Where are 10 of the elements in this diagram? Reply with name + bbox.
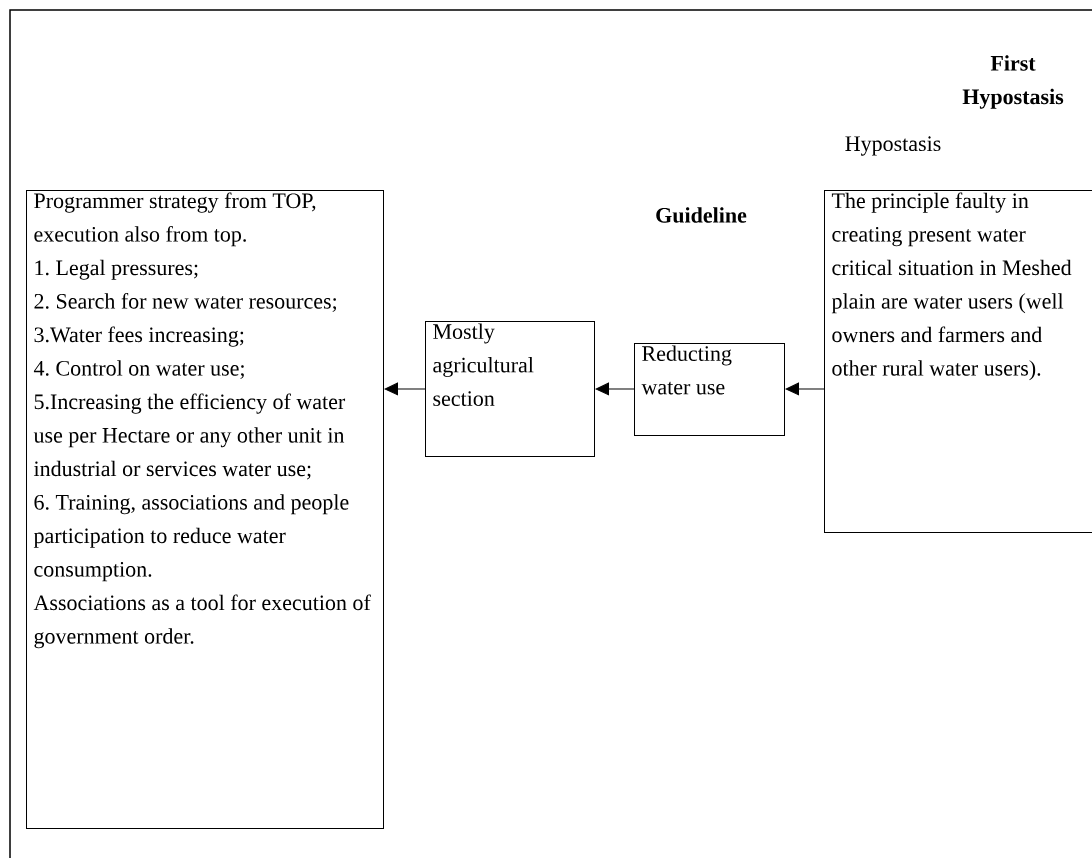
text-box: Programmer strategy from TOP, execution also from top. 1. Legal pressures; 2. Search for new water resources; 3.Water fees increasing; 4. Control on water use; 5.Increasing the efficiency of water use per Hectare or any other unit in industrial or services water use; 6. Training, associations and people participation to reduce water consumption. Associations as a tool for execution of government order. (26, 190, 384, 829)
arrow (785, 382, 825, 396)
text-box: The principle faulty in creating present water critical situation in Meshed plain are water users (well owners and farmers and other rural water users). (824, 190, 1092, 533)
arrow (384, 382, 426, 396)
text-box: Mostly agricultural section (425, 321, 595, 457)
text-box: Reducting water use (634, 343, 785, 436)
heading: Guideline (656, 207, 747, 223)
heading: Hypostasis (845, 136, 941, 156)
arrow (595, 382, 635, 396)
heading: First Hypostasis (962, 55, 1064, 109)
